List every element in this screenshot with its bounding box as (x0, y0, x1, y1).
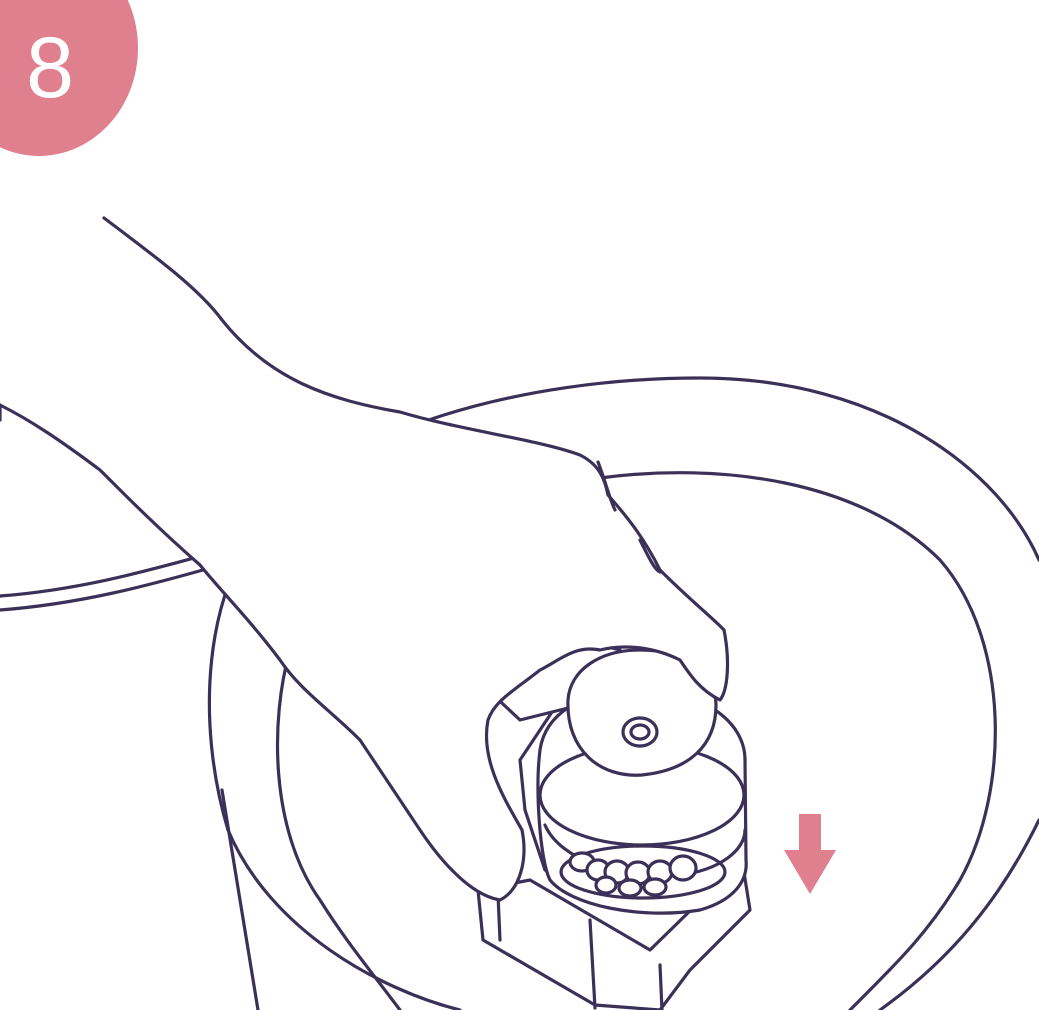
power-cord (0, 555, 210, 610)
arrow-down-icon (784, 814, 836, 894)
container-body (222, 790, 258, 1010)
step-number: 8 (22, 18, 78, 118)
